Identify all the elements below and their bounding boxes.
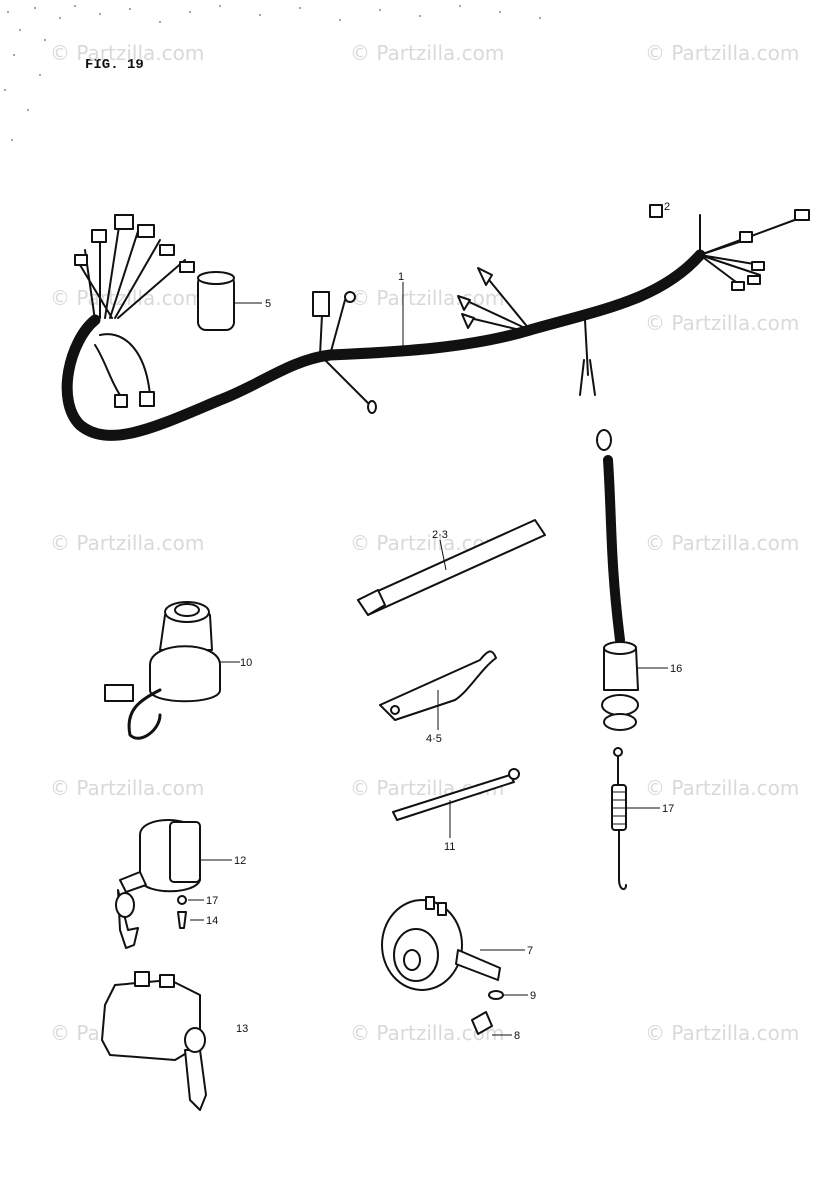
- watermarks: © Partzilla.com © Partzilla.com © Partzi…: [50, 41, 799, 1045]
- callout-steering-lock: 13: [236, 1023, 248, 1035]
- callout-harness-tag: 2: [664, 201, 670, 213]
- watermark: © Partzilla.com: [645, 1021, 799, 1045]
- callout-bracket: 4·5: [426, 733, 442, 745]
- callout-spring: 17: [662, 803, 674, 815]
- figure-title: FIG. 19: [85, 57, 144, 73]
- callout-ignition-switch: 10: [240, 657, 252, 669]
- steering-lock: 13: [101, 971, 248, 1111]
- watermark: © Partzilla.com: [645, 531, 799, 555]
- bracket: 4·5: [379, 650, 497, 745]
- callout-strap: 2·3: [432, 529, 448, 541]
- stop-switch: 16: [596, 429, 682, 731]
- watermark: © Partzilla.com: [350, 286, 504, 310]
- callout-harness: 1: [398, 271, 404, 283]
- horn: 7 9 8: [381, 896, 536, 1042]
- watermark: © Partzilla.com: [50, 41, 204, 65]
- cable-tie: 11: [392, 768, 520, 853]
- callout-horn: 7: [527, 945, 533, 957]
- watermark: © Partzilla.com: [645, 311, 799, 335]
- wiring-harness: 1 2: [61, 201, 810, 441]
- callout-lock: 12: [234, 855, 246, 867]
- relay: 5: [197, 271, 271, 331]
- callout-horn-washer: 9: [530, 990, 536, 1002]
- watermark: © Partzilla.com: [645, 41, 799, 65]
- return-spring: 17: [611, 747, 674, 891]
- callout-tie: 11: [444, 841, 455, 853]
- callout-stop-switch: 16: [670, 663, 682, 675]
- watermark: © Partzilla.com: [350, 41, 504, 65]
- watermark: © Partzilla.com: [50, 776, 204, 800]
- callout-screw-a: 17: [206, 895, 218, 907]
- callout-screw-b: 14: [206, 915, 218, 927]
- callout-horn-bolt: 8: [514, 1030, 520, 1042]
- watermark: © Partzilla.com: [50, 531, 204, 555]
- watermark: © Partzilla.com: [645, 776, 799, 800]
- lock-assembly: 12 17 14: [115, 819, 246, 949]
- ignition-switch: 10: [104, 601, 252, 740]
- strap: 2·3: [357, 519, 546, 616]
- callout-relay: 5: [265, 298, 271, 310]
- scan-noise: [4, 5, 541, 141]
